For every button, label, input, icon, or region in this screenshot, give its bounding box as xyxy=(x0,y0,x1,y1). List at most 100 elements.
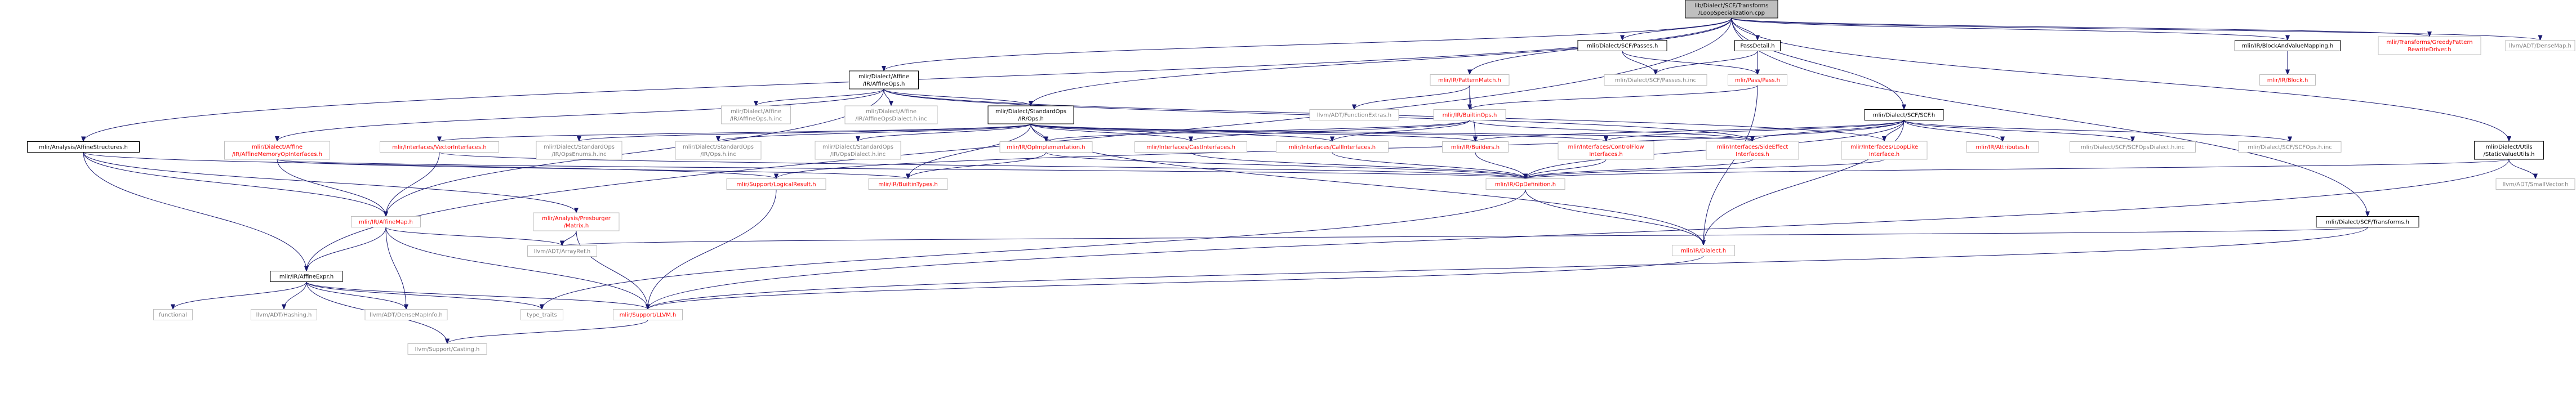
node-box xyxy=(1558,141,1654,160)
node-cast-if[interactable]: mlir/Interfaces/CastInterfaces.h xyxy=(1134,141,1247,153)
edge-pass-h-to-dialect-h xyxy=(1701,85,1758,246)
edge-dialect-h-to-llvm-h xyxy=(646,256,1704,310)
node-box xyxy=(2235,40,2341,51)
edge-scf-transforms-h-to-llvm-h xyxy=(646,227,2368,310)
node-root[interactable]: lib/Dialect/SCF/Transforms/LoopSpecializ… xyxy=(1685,0,1778,19)
edge-builtin-ops-to-cast-if xyxy=(1189,120,1470,142)
node-box xyxy=(153,309,193,320)
edge-affine-map-to-dense-map-info xyxy=(385,227,408,310)
edge-op-impl-to-op-definition xyxy=(1045,152,1528,180)
node-label: mlir/Dialect/SCF/Transforms.h xyxy=(2326,220,2409,226)
edge-logical-result-to-llvm-h xyxy=(646,189,777,310)
edge-affine-ops-h-to-affine-ops-h-inc xyxy=(754,88,884,106)
node-label: mlir/Interfaces/CallInterfaces.h xyxy=(1289,145,1376,151)
node-type-traits: type_traits xyxy=(520,309,563,320)
node-label: mlir/IR/Dialect.h xyxy=(1681,248,1727,254)
edge-call-if-to-op-definition xyxy=(1332,152,1528,180)
node-label: lib/Dialect/SCF/Transforms xyxy=(1694,3,1768,9)
node-box xyxy=(224,141,330,160)
node-box xyxy=(251,309,317,320)
node-box xyxy=(270,271,343,282)
node-call-if[interactable]: mlir/Interfaces/CallInterfaces.h xyxy=(1276,141,1389,153)
edge-affine-structures-to-logical-result xyxy=(83,152,778,180)
node-vector-if[interactable]: mlir/Interfaces/VectorInterfaces.h xyxy=(380,141,499,153)
edge-root-to-affine-ops-h xyxy=(882,17,1732,71)
node-affine-structures[interactable]: mlir/Analysis/AffineStructures.h xyxy=(27,141,140,153)
node-box xyxy=(1134,141,1247,153)
node-dialect-h[interactable]: mlir/IR/Dialect.h xyxy=(1672,245,1735,256)
node-affine-ops-h[interactable]: mlir/Dialect/Affine/IR/AffineOps.h xyxy=(849,70,919,90)
node-box xyxy=(721,105,791,124)
node-attributes[interactable]: mlir/IR/Attributes.h xyxy=(1966,141,2039,153)
edge-root-to-std-ops-h xyxy=(1029,17,1732,106)
node-label: llvm/ADT/DenseMapInfo.h xyxy=(370,312,443,319)
node-builtin-types[interactable]: mlir/IR/BuiltinTypes.h xyxy=(868,178,948,190)
edge-control-flow-if-to-op-definition xyxy=(1523,159,1607,180)
node-std-ops-h[interactable]: mlir/Dialect/StandardOps/IR/Ops.h xyxy=(987,105,1074,124)
node-box xyxy=(380,141,499,153)
node-op-definition[interactable]: mlir/IR/OpDefinition.h xyxy=(1485,178,1565,190)
node-logical-result[interactable]: mlir/Support/LogicalResult.h xyxy=(726,178,826,190)
node-greedy-rewrite[interactable]: mlir/Transforms/GreedyPatternRewriteDriv… xyxy=(2378,36,2481,55)
node-label: mlir/Analysis/Presburger xyxy=(542,216,611,222)
node-label: /IR/OpsEnums.h.inc xyxy=(551,151,606,158)
node-label: llvm/ADT/Hashing.h xyxy=(256,312,312,319)
edge-builtin-ops-to-side-effect-if xyxy=(1469,120,1755,142)
node-scf-passes[interactable]: mlir/Dialect/SCF/Passes.h xyxy=(1577,40,1667,51)
edge-presburger-to-llvm-h xyxy=(576,230,650,310)
node-pass-h[interactable]: mlir/Pass/Pass.h xyxy=(1728,74,1787,86)
edge-std-ops-h-to-control-flow-if xyxy=(1030,123,1608,142)
node-scf-dialect-inc: mlir/Dialect/SCF/SCFOpsDialect.h.inc xyxy=(2070,141,2196,153)
node-static-value-utils[interactable]: mlir/Dialect/Utils/StaticValueUtils.h xyxy=(2474,141,2544,160)
edge-scf-passes-to-pass-h xyxy=(1622,51,1760,75)
node-label: mlir/IR/Attributes.h xyxy=(1976,145,2030,151)
node-box xyxy=(1276,141,1389,153)
node-llvm-h[interactable]: mlir/Support/LLVM.h xyxy=(613,309,683,320)
node-pattern-match[interactable]: mlir/IR/PatternMatch.h xyxy=(1430,74,1510,86)
node-block-h[interactable]: mlir/IR/Block.h xyxy=(2259,74,2316,86)
node-builtin-ops[interactable]: mlir/IR/BuiltinOps.h xyxy=(1433,109,1506,120)
edge-affine-map-to-affine-expr xyxy=(304,227,386,272)
edge-op-definition-to-type-traits xyxy=(540,189,1526,310)
node-presburger[interactable]: mlir/Analysis/Presburger/Matrix.h xyxy=(533,212,620,231)
node-label: PassDetail.h xyxy=(1740,43,1774,50)
node-block-value-map[interactable]: mlir/IR/BlockAndValueMapping.h xyxy=(2235,40,2341,51)
node-op-impl[interactable]: mlir/IR/OpImplementation.h xyxy=(999,141,1093,153)
node-box xyxy=(2316,216,2419,227)
node-label: mlir/Dialect/StandardOps xyxy=(683,144,754,150)
node-array-ref: llvm/ADT/ArrayRef.h xyxy=(527,245,597,257)
edge-scf-h-to-side-effect-if xyxy=(1750,120,1905,142)
edge-affine-mem-op-if-to-affine-map xyxy=(277,159,388,217)
node-label: llvm/ADT/ArrayRef.h xyxy=(534,249,591,255)
node-affine-map[interactable]: mlir/IR/AffineMap.h xyxy=(351,216,421,227)
node-functional: functional xyxy=(153,309,193,320)
edge-std-ops-h-to-builtin-types xyxy=(906,123,1031,180)
node-pass-detail[interactable]: PassDetail.h xyxy=(1734,40,1781,51)
node-scf-transforms-h[interactable]: mlir/Dialect/SCF/Transforms.h xyxy=(2316,216,2419,227)
node-box xyxy=(1734,40,1781,51)
node-label: mlir/Interfaces/SideEffect xyxy=(1717,144,1788,150)
node-builders[interactable]: mlir/IR/Builders.h xyxy=(1442,141,1509,153)
node-affine-mem-op-if[interactable]: mlir/Dialect/Affine/IR/AffineMemoryOpInt… xyxy=(224,141,330,160)
node-box xyxy=(1577,40,1667,51)
node-box xyxy=(1430,74,1510,86)
node-box xyxy=(2474,141,2544,160)
node-box xyxy=(27,141,140,153)
edge-std-ops-h-to-cast-if xyxy=(1030,123,1193,142)
node-label: llvm/ADT/SmallVector.h xyxy=(2503,182,2569,188)
edge-pass-detail-to-scf-passes-inc xyxy=(1653,51,1758,75)
edge-affine-expr-to-type-traits xyxy=(306,281,544,310)
node-box xyxy=(1485,178,1565,190)
edge-scf-transforms-h-to-array-ref xyxy=(560,227,2368,247)
node-box xyxy=(999,141,1093,153)
node-scf-h[interactable]: mlir/Dialect/SCF/SCF.h xyxy=(1864,109,1944,120)
edge-op-definition-to-dialect-h xyxy=(1525,189,1706,246)
node-label: llvm/Support/Casting.h xyxy=(415,347,480,353)
node-affine-expr[interactable]: mlir/IR/AffineExpr.h xyxy=(270,271,343,282)
node-label: /IR/Ops.h.inc xyxy=(700,151,736,158)
edge-scf-h-to-control-flow-if xyxy=(1604,120,1905,142)
